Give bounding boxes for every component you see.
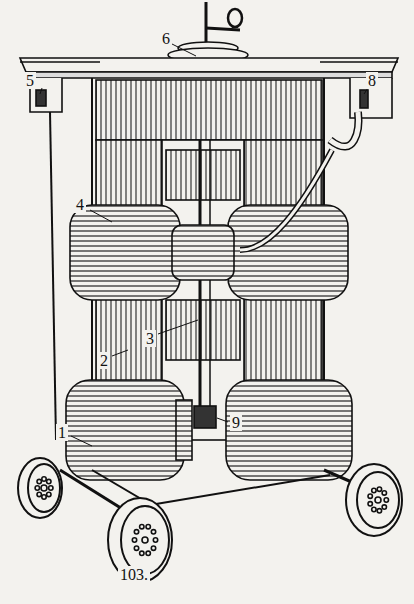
wheel-hole	[37, 492, 41, 496]
wheel-hole	[146, 525, 150, 529]
wheel-hole	[134, 546, 138, 550]
callout-number: 9	[230, 414, 242, 431]
wheel-hole	[372, 507, 376, 511]
callout-number: 4	[74, 196, 86, 213]
wheel-hub	[41, 485, 47, 491]
wheel-hole	[151, 546, 155, 550]
wheel-hole	[153, 538, 157, 542]
figure-number: 103.	[118, 566, 150, 583]
wheel-hole	[151, 530, 155, 534]
wheel-hole	[377, 487, 381, 491]
wheel-hole	[42, 477, 46, 481]
callout-number: 5	[24, 72, 36, 89]
wheel-hole	[382, 505, 386, 509]
wheel-hole	[146, 551, 150, 555]
callout-number: 8	[366, 72, 378, 89]
callout-number: 1	[56, 424, 68, 441]
wheel-hole	[134, 530, 138, 534]
callout-number: 3	[144, 330, 156, 347]
wheel-hole	[140, 525, 144, 529]
wheel-hole	[382, 491, 386, 495]
wheel-hole	[368, 494, 372, 498]
wheel-hole	[372, 488, 376, 492]
wheel-hole	[377, 509, 381, 513]
wheel-hole	[42, 495, 46, 499]
callout-number: 2	[98, 352, 110, 369]
wheel-hole	[47, 479, 51, 483]
wheel-hole	[35, 486, 39, 490]
callout-number: 6	[160, 30, 172, 47]
wheel-hub	[375, 497, 381, 503]
wheel-hole	[132, 538, 136, 542]
wheel-hole	[140, 551, 144, 555]
wheel-hole	[47, 492, 51, 496]
wheel-hole	[37, 479, 41, 483]
wheel-hole	[384, 498, 388, 502]
wheel-hole	[368, 502, 372, 506]
wheel-hole	[49, 486, 53, 490]
wheel-hub	[142, 537, 148, 543]
